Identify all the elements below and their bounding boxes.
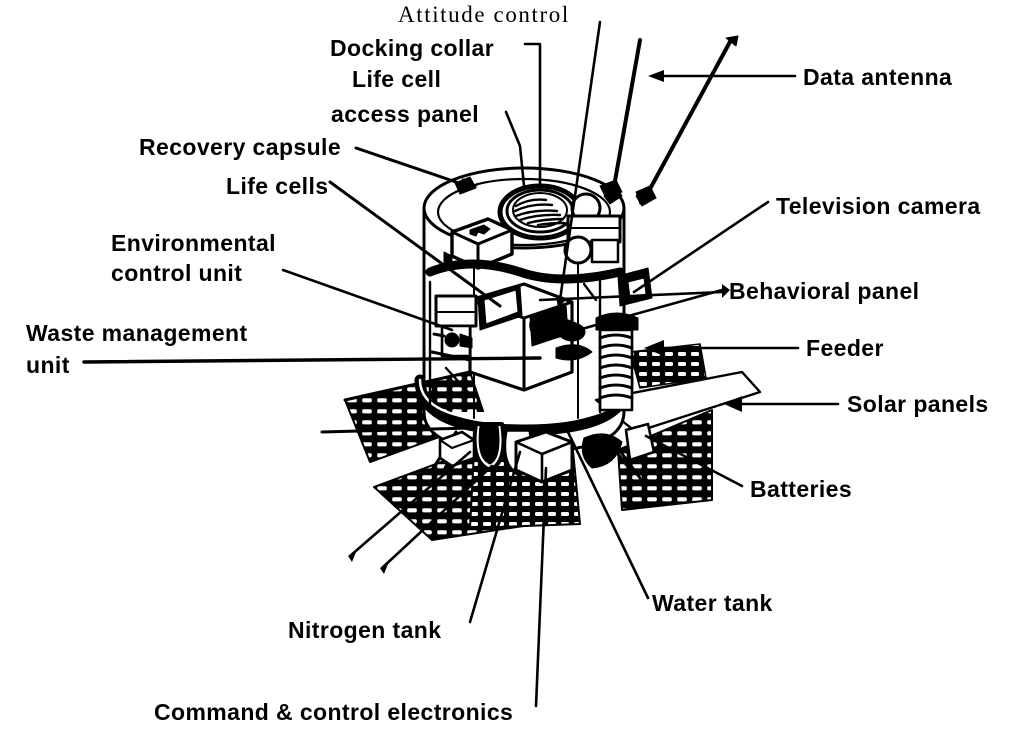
label-environmental-control-unit-line2: control unit — [111, 260, 243, 286]
antenna-group — [603, 35, 739, 207]
environmental-control-unit-art — [430, 294, 478, 362]
label-life-cell-access-panel-line1: Life cell — [352, 66, 442, 92]
label-behavioral-panel: Behavioral panel — [729, 278, 920, 304]
label-waste-management-unit-line1: Waste management — [26, 320, 248, 346]
label-nitrogen-tank: Nitrogen tank — [288, 617, 442, 643]
interior-cutaway — [425, 259, 653, 414]
solar-panel-rear-right — [629, 343, 707, 389]
label-television-camera: Television camera — [776, 193, 981, 219]
solar-panel-group — [343, 343, 762, 541]
label-water-tank: Water tank — [652, 590, 773, 616]
label-environmental-control-unit-line1: Environmental — [111, 230, 276, 256]
solar-panel-right — [617, 409, 713, 511]
label-command-control-electronics: Command & control electronics — [154, 699, 514, 725]
label-solar-panels: Solar panels — [847, 391, 989, 417]
label-life-cell-access-panel-line2: access panel — [331, 101, 480, 127]
label-waste-management-unit-line2: unit — [26, 352, 70, 378]
behavioral-panel-art — [529, 317, 593, 361]
label-life-cells: Life cells — [226, 173, 329, 199]
label-batteries: Batteries — [750, 476, 853, 502]
water-tank-art — [472, 422, 506, 472]
lower-equipment-bay — [430, 422, 656, 494]
top-deck — [436, 176, 657, 270]
leader-lines — [82, 20, 840, 708]
feeder-art — [595, 312, 639, 412]
label-feeder: Feeder — [806, 335, 884, 361]
command-control-electronics-art — [514, 430, 574, 484]
waste-management-unit-art — [438, 430, 476, 468]
label-data-antenna: Data antenna — [803, 64, 953, 90]
label-recovery-capsule: Recovery capsule — [139, 134, 342, 160]
label-docking-collar: Docking collar — [330, 35, 495, 61]
docking-collar-art — [497, 183, 583, 241]
label-attitude-control: Attitude control — [398, 2, 570, 27]
top-deck-equipment-right — [563, 192, 622, 265]
